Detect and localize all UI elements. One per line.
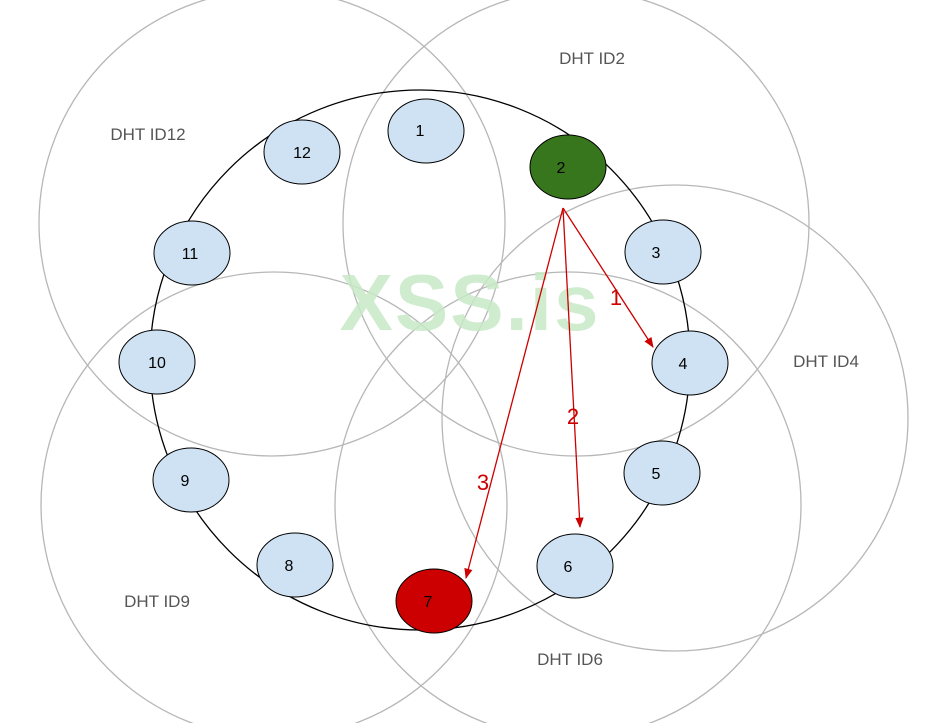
arrow-step-3 [464,207,564,580]
dht-region-id6 [334,271,802,723]
node-10[interactable]: 10 [118,329,196,395]
node-8-shape [256,532,334,598]
arrow-step-label-1: 1 [610,285,622,310]
node-9-label: 9 [181,473,190,490]
node-8-label: 8 [285,558,294,575]
node-5-label: 5 [652,466,661,483]
node-1-label: 1 [416,123,425,140]
arrow-step-label-3: 3 [477,470,489,495]
node-2-label: 2 [557,160,566,177]
node-2[interactable]: 2 [529,134,607,200]
node-1-shape [387,98,465,164]
dht-region-labels: DHT ID12 DHT ID2 DHT ID4 DHT ID9 DHT ID6 [110,49,859,669]
region-label-id2: DHT ID2 [559,49,625,68]
node-3-label: 3 [652,245,661,262]
node-7-label: 7 [424,594,433,611]
node-5[interactable]: 5 [623,440,701,506]
region-label-id6: DHT ID6 [537,650,603,669]
watermark: XSS.is [339,258,600,347]
node-3[interactable]: 3 [624,219,702,285]
arrow-step-1 [562,207,654,348]
node-10-shape [118,329,196,395]
node-9[interactable]: 9 [152,447,230,513]
node-2-shape [529,134,607,200]
dht-regions [38,0,909,723]
node-6[interactable]: 6 [536,533,614,599]
arrow-step-2 [562,207,584,529]
node-4-label: 4 [679,356,688,373]
node-3-shape [624,219,702,285]
region-label-id12: DHT ID12 [110,125,185,144]
node-6-shape [536,533,614,599]
node-11[interactable]: 11 [153,220,231,286]
node-7[interactable]: 7 [395,568,473,634]
region-label-id4: DHT ID4 [793,352,859,371]
node-8[interactable]: 8 [256,532,334,598]
node-4[interactable]: 4 [651,330,729,396]
node-10-label: 10 [148,355,166,372]
dht-ring [149,89,691,631]
node-11-label: 11 [182,246,199,263]
node-6-label: 6 [564,559,573,576]
dht-region-id4 [441,184,909,652]
node-4-shape [651,330,729,396]
dht-region-id9 [40,271,508,723]
node-7-shape [395,568,473,634]
node-9-shape [152,447,230,513]
node-1[interactable]: 1 [387,98,465,164]
node-5-shape [623,440,701,506]
lookup-arrows: 1 2 3 [464,207,654,580]
node-11-shape [153,220,231,286]
node-12-shape [263,119,341,185]
dht-nodes: 1 2 3 4 5 6 7 8 [118,98,729,634]
dht-region-id12 [38,0,506,457]
arrow-step-label-2: 2 [567,404,579,429]
node-12[interactable]: 12 [263,119,341,185]
region-label-id9: DHT ID9 [124,592,190,611]
node-12-label: 12 [293,145,311,162]
